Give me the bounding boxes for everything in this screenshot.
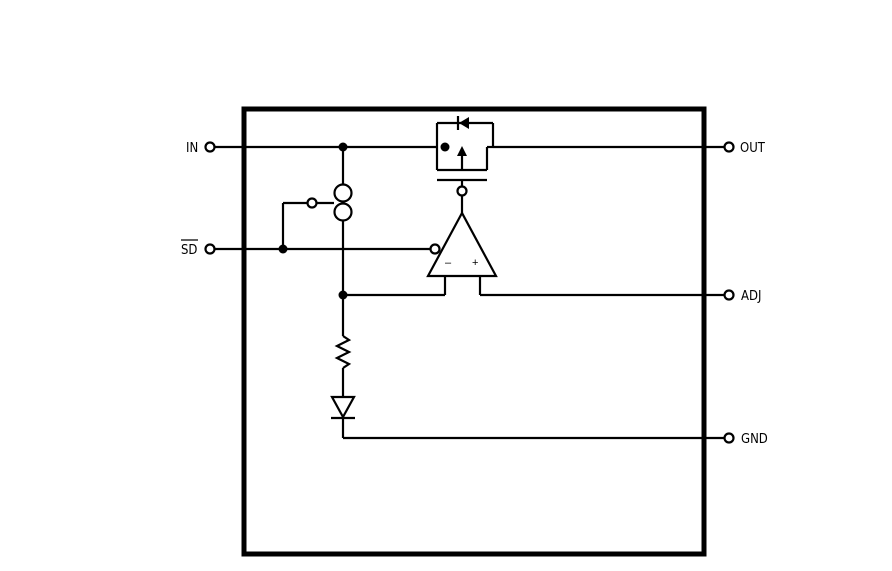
shutdown-bubble — [429, 243, 441, 255]
junction-dot — [440, 142, 450, 152]
label-gnd: GND — [741, 432, 768, 447]
error-amplifier: – + — [426, 196, 498, 295]
junction-dot — [338, 290, 348, 300]
body-diode-icon — [459, 117, 469, 129]
package-outline — [241, 106, 707, 557]
amplifier-triangle — [426, 210, 498, 278]
arrow-up-icon — [457, 146, 467, 156]
label-out: OUT — [740, 141, 766, 156]
control-bubble — [306, 197, 318, 209]
gate-bubble — [456, 185, 468, 197]
amplifier-plus-sign: + — [472, 257, 478, 269]
current-source — [333, 183, 353, 222]
amplifier-minus-sign: – — [445, 257, 452, 269]
pin-in — [204, 141, 216, 153]
pin-sd — [204, 243, 216, 255]
reference-diode — [330, 395, 356, 420]
pin-out — [723, 141, 735, 153]
label-in: IN — [186, 141, 198, 156]
junction-dot — [338, 142, 348, 152]
label-adj: ADJ — [741, 289, 761, 304]
pin-gnd — [723, 432, 735, 444]
resistor — [334, 335, 352, 369]
pin-adj — [723, 289, 735, 301]
junction-dot — [278, 244, 288, 254]
pass-transistor — [435, 116, 495, 197]
label-sd: SD — [181, 243, 197, 258]
